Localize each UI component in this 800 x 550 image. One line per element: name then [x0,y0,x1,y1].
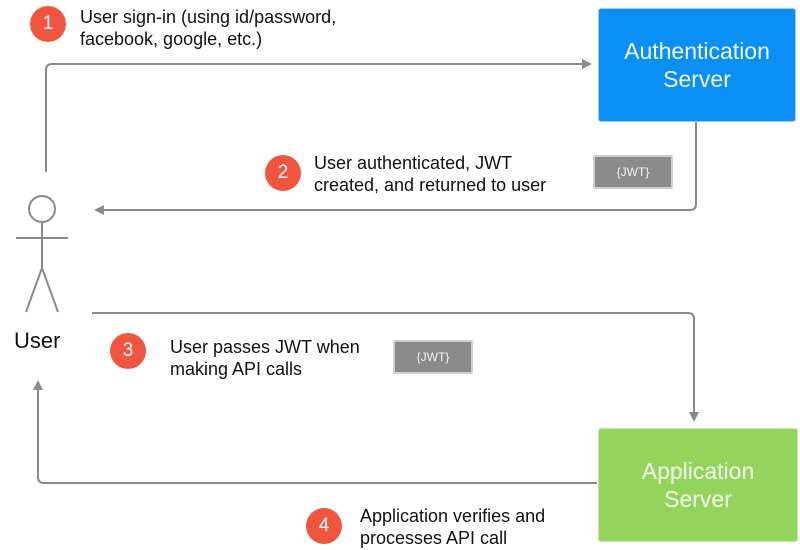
step-2-text: User authenticated, JWT created, and ret… [314,153,547,195]
step-2-badge: 2 [265,155,301,191]
step-4-text: Application verifies and processes API c… [360,506,546,548]
application-server-label: Application Server [641,458,755,512]
step-1-badge: 1 [30,6,66,42]
application-server-box: Application Server [598,428,798,542]
arrow-api-call [92,312,699,422]
arrow-jwt-returned [94,122,697,215]
step-4-badge: 4 [306,508,342,544]
step-3-text: User passes JWT when making API calls [170,337,360,379]
arrow-signin [45,59,592,172]
jwt-token-tag: {JWT} [393,340,473,374]
user-label: User [14,328,61,353]
step-1-text: User sign-in (using id/password, faceboo… [80,7,337,49]
authentication-server-box: Authentication Server [598,8,796,122]
jwt-token-tag: {JWT} [593,155,673,189]
authentication-server-label: Authentication Server [624,38,770,92]
user-stick-figure-icon [16,195,68,313]
arrow-api-response [33,380,597,484]
step-3-badge: 3 [110,333,146,369]
